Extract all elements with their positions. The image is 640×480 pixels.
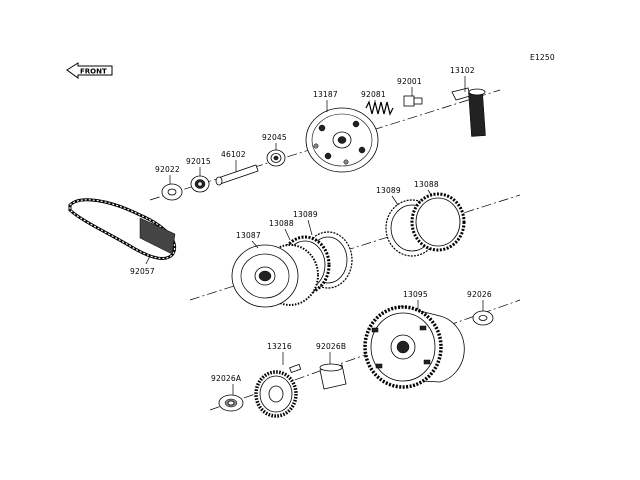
label-13088-lower: 13088 [269, 219, 294, 228]
bolt-part [403, 95, 423, 107]
gear-part [254, 370, 298, 418]
label-92022: 92022 [155, 165, 180, 174]
clutch-housing-part [363, 305, 465, 389]
spring-part [365, 100, 394, 116]
label-13187: 13187 [313, 90, 338, 99]
label-13088-upper: 13088 [414, 180, 439, 189]
chain-part [68, 198, 177, 260]
label-92045: 92045 [262, 133, 287, 142]
label-13216: 13216 [267, 342, 292, 351]
friction-plate-upper-part [410, 192, 466, 252]
label-46102: 46102 [221, 150, 246, 159]
label-13095: 13095 [403, 290, 428, 299]
label-92001: 92001 [397, 77, 422, 86]
label-92026: 92026 [467, 290, 492, 299]
label-92015: 92015 [186, 157, 211, 166]
front-label: FRONT [80, 68, 107, 76]
front-arrow-icon: FRONT [66, 62, 113, 79]
washer-part [161, 183, 183, 201]
label-92026b: 92026B [316, 342, 346, 351]
bearing-part [266, 149, 286, 167]
label-13102: 13102 [450, 66, 475, 75]
diagram-code: E1250 [530, 53, 555, 62]
nut-part [190, 175, 210, 193]
sleeve-part [319, 363, 347, 390]
label-92057: 92057 [130, 267, 155, 276]
washer-92026a-part [218, 394, 244, 412]
push-rod-part [451, 87, 486, 137]
washer-92026-part [472, 310, 494, 326]
small-pin-part [289, 363, 302, 374]
label-13089-upper: 13089 [376, 186, 401, 195]
label-13087: 13087 [236, 231, 261, 240]
label-92081: 92081 [361, 90, 386, 99]
pin-part [215, 164, 259, 186]
pressure-plate-part [305, 107, 379, 173]
clutch-hub-part [231, 244, 319, 308]
label-13089-lower: 13089 [293, 210, 318, 219]
label-92026a: 92026A [211, 374, 242, 383]
